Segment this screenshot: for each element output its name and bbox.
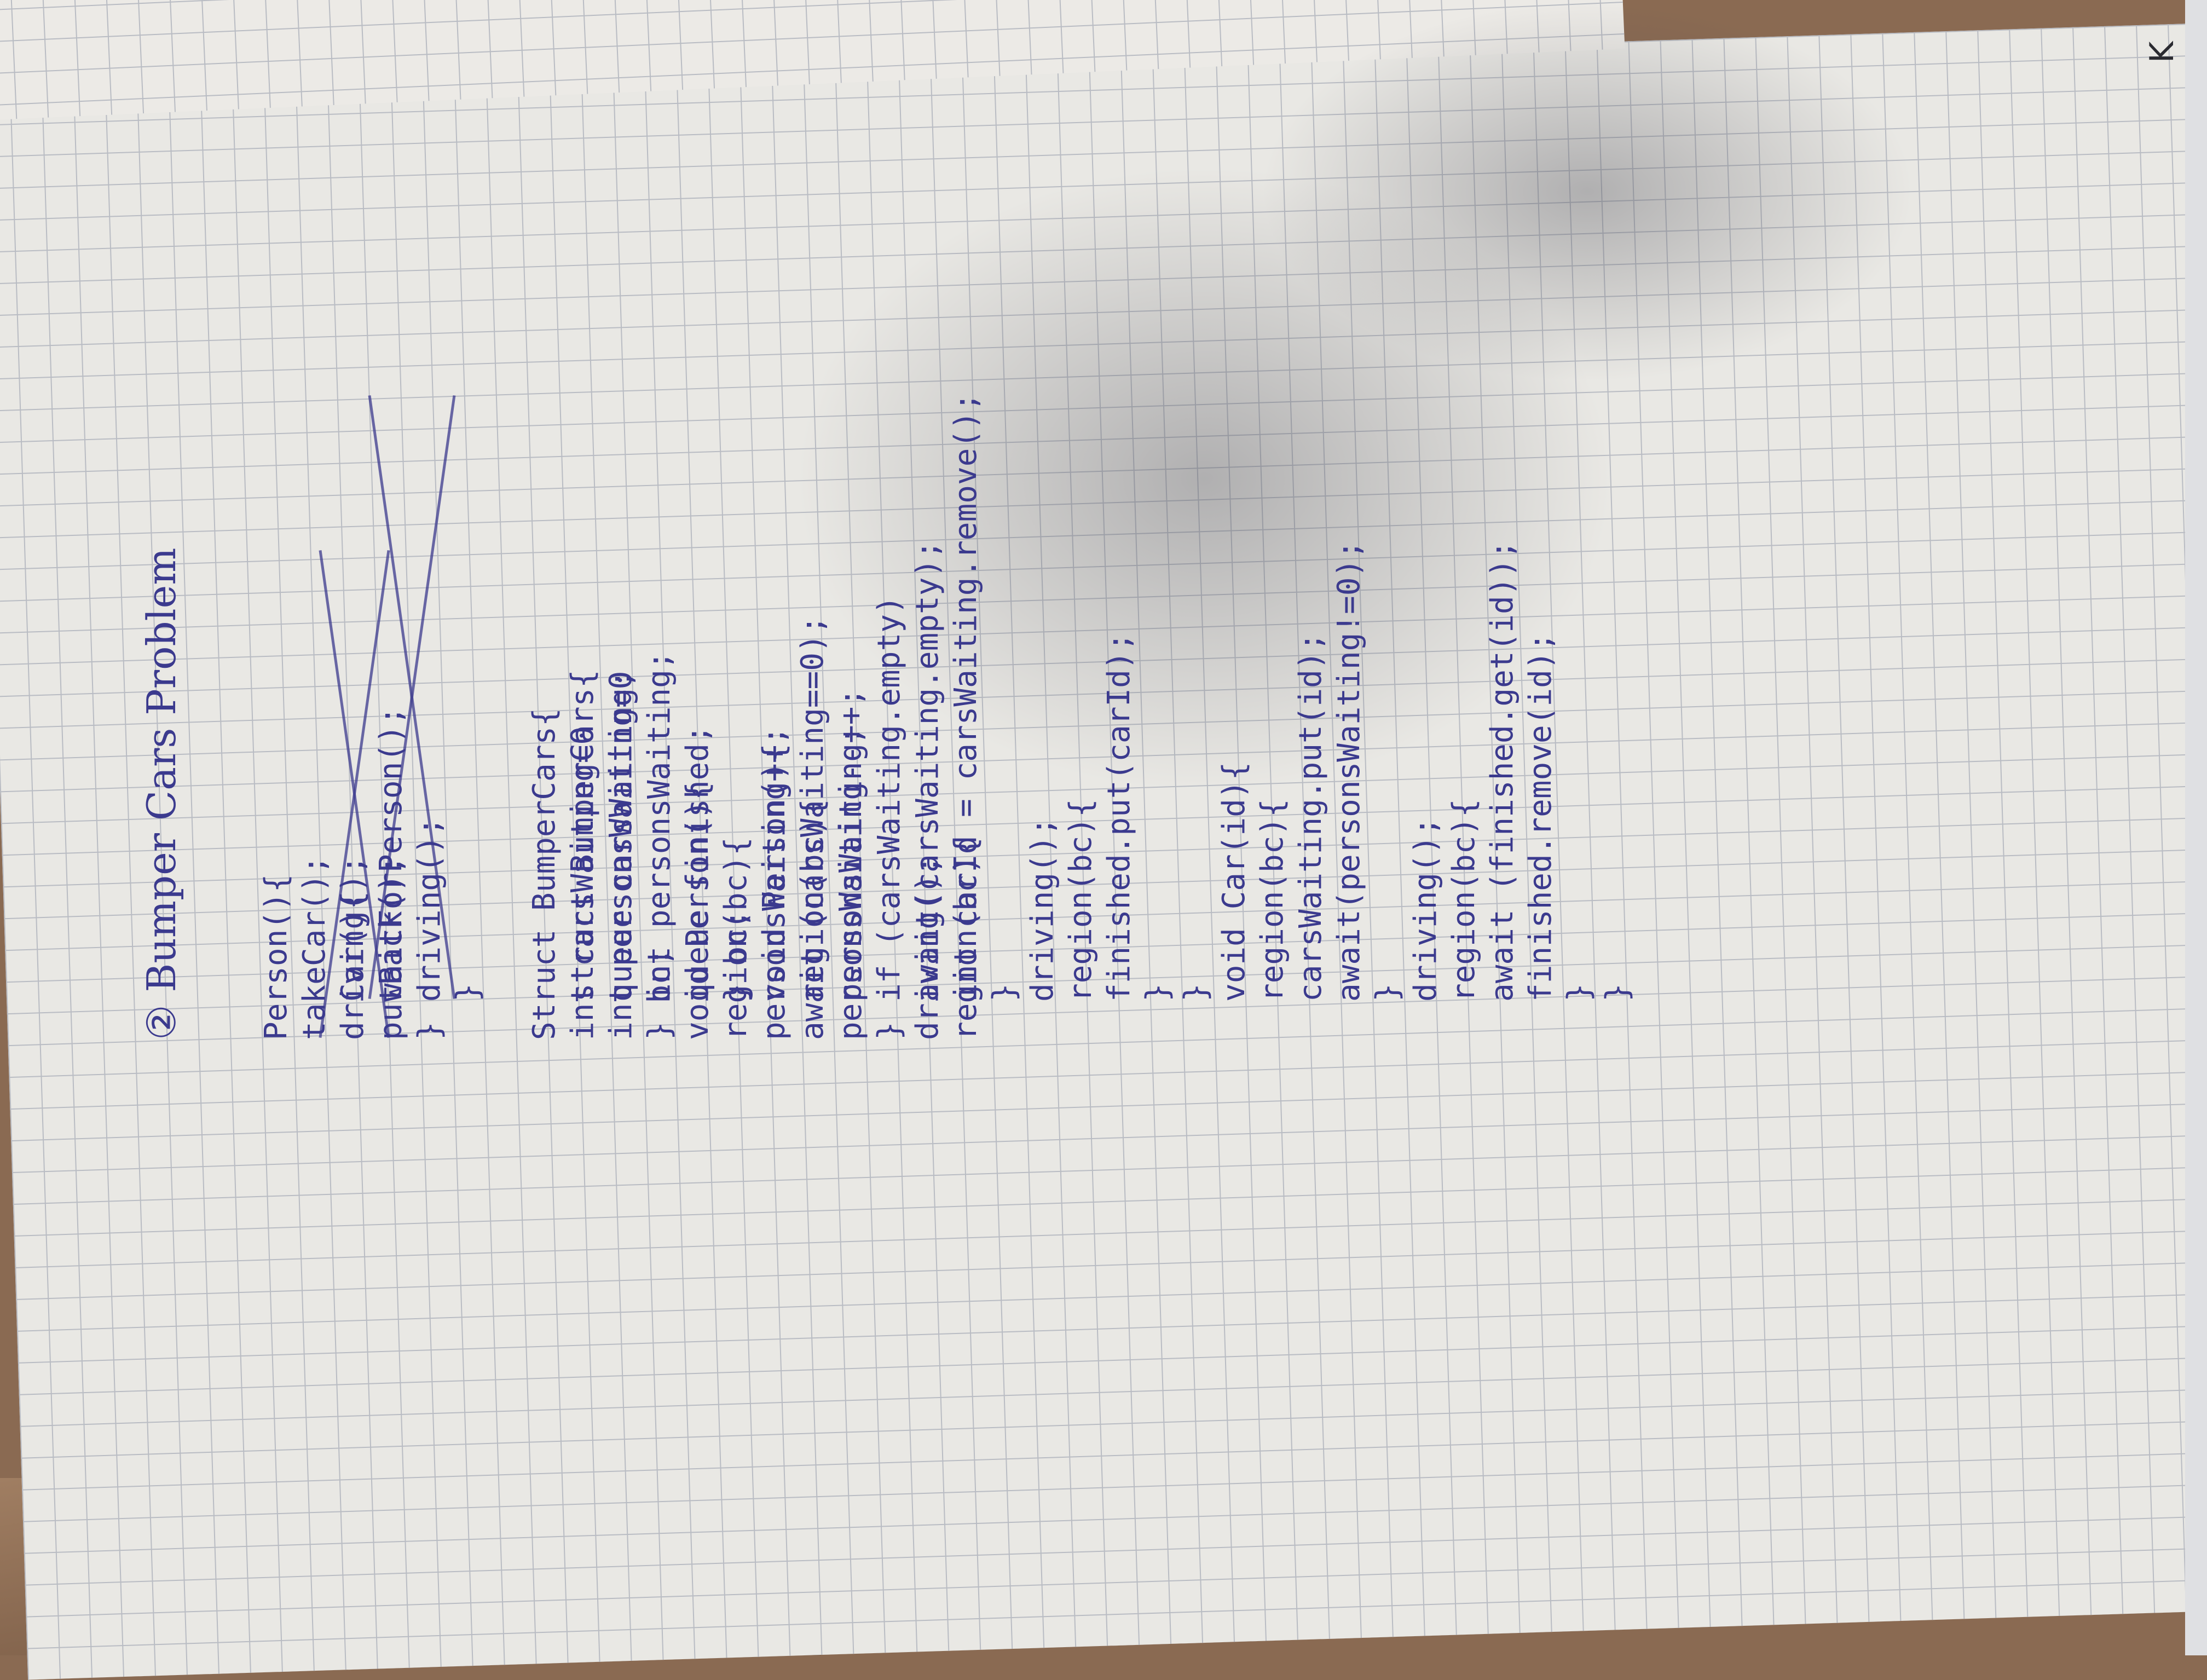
struck-line-0: Car(){ xyxy=(335,891,371,1002)
code-line-5: void Person(){ xyxy=(756,743,792,1002)
code-line-6: region(bc){ xyxy=(795,799,830,1002)
code-line-3: queue finished; xyxy=(680,725,715,1002)
code-line-11: } xyxy=(986,983,1022,1002)
code-line-14: finished.put(carId); xyxy=(1101,632,1137,1002)
code-line-9: await(carsWaiting.empty); xyxy=(910,540,945,1002)
page-edge xyxy=(2185,0,2207,1655)
struck-line-2: driving(); xyxy=(412,817,447,1002)
code-line-2: int personsWaiting; xyxy=(642,651,677,1002)
code-line-18: region(bc){ xyxy=(1255,799,1290,1002)
code-line-13: region(bc){ xyxy=(1063,799,1099,1002)
code-line-8: if (carsWaiting.empty) xyxy=(871,596,907,1002)
code-line-22: driving(); xyxy=(1408,817,1443,1002)
code-line-10: int carId = carsWaiting.remove(); xyxy=(948,392,984,1002)
code-line-24: await (finished.get(id)); xyxy=(1484,540,1520,1002)
hand-shadow xyxy=(794,164,1615,794)
code-line-7: personsWaiting++; xyxy=(833,688,869,1002)
struck-block-car: Car(){waitForPerson();driving();} xyxy=(334,392,487,1002)
code-line-0: struct BumperCars{ xyxy=(565,669,600,1002)
notes-title: ② Bumper Cars Problem xyxy=(138,547,184,1040)
corner-note: K xyxy=(2143,41,2181,63)
code-line-23: region(bc){ xyxy=(1446,799,1482,1002)
hand-shadow-secondary xyxy=(1259,0,1916,383)
code-line-19: carsWaiting.put(id); xyxy=(1293,632,1328,1002)
struck-line-3: } xyxy=(450,983,486,1002)
code-line-21: } xyxy=(1370,983,1405,1002)
struck-line-1: waitForPerson(); xyxy=(373,706,409,1002)
code-line-1: queue carsWaiting; xyxy=(603,669,639,1002)
code-line-26: } xyxy=(1561,983,1597,1002)
code-line-17: void Car(id){ xyxy=(1216,761,1252,1002)
code-line-16: } xyxy=(1178,983,1214,1002)
code-line-27: } xyxy=(1599,983,1635,1002)
code-line-20: await(personsWaiting!=0); xyxy=(1331,540,1367,1002)
notes-column-2: Car(){waitForPerson();driving();} struct… xyxy=(257,392,1713,1002)
code-line-4: } bc; xyxy=(718,909,754,1002)
code-line-12: driving(); xyxy=(1025,817,1060,1002)
column-2-code: struct BumperCars{queue carsWaiting;int … xyxy=(564,392,1637,1002)
code-line-25: finished.remove(id); xyxy=(1523,632,1558,1002)
code-line-15: } xyxy=(1140,983,1175,1002)
